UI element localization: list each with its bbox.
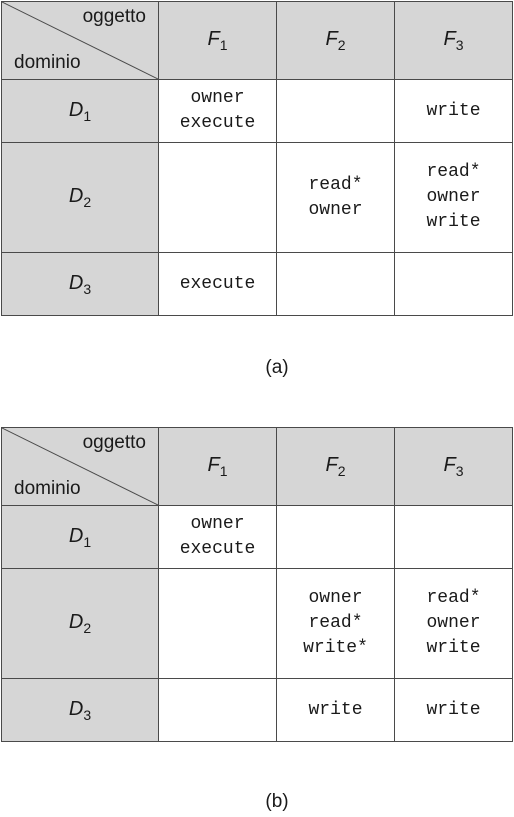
right-entry: owner	[426, 613, 481, 633]
cell-d1-f2	[276, 79, 395, 143]
cell-d1-f3	[394, 505, 513, 569]
right-entry: write	[426, 638, 481, 658]
caption-a: (a)	[265, 357, 289, 378]
cell-d3-f2: write	[276, 678, 395, 742]
row-header-d1: D1	[1, 505, 159, 569]
cell-d1-f3: write	[394, 79, 513, 143]
corner-cell: oggetto dominio	[1, 1, 159, 80]
cell-d1-f1: owner execute	[158, 505, 277, 569]
cell-d2-f2: read* owner	[276, 142, 395, 253]
right-entry: write	[308, 699, 363, 720]
row-header-d3: D3	[1, 678, 159, 742]
matrix-row-d2: D2 read* owner read* owner write	[1, 142, 513, 253]
cell-d3-f1	[158, 678, 277, 742]
right-entry: write	[426, 212, 481, 232]
right-entry: write	[426, 699, 481, 720]
object-axis-label: oggetto	[82, 6, 146, 27]
corner-diagonal	[2, 428, 158, 505]
column-header-f3: F3	[394, 1, 513, 80]
object-axis-label: oggetto	[82, 432, 146, 453]
right-entry: owner	[308, 199, 363, 220]
cell-d2-f2: owner read* write*	[276, 568, 395, 679]
right-entry: read*	[426, 588, 481, 608]
cell-d3-f2	[276, 252, 395, 316]
row-header-d3: D3	[1, 252, 159, 316]
domain-axis-label: dominio	[14, 52, 81, 73]
right-entry: owner	[308, 588, 363, 608]
row-header-d2: D2	[1, 142, 159, 253]
row-header-d1: D1	[1, 79, 159, 143]
right-entry: execute	[179, 273, 256, 294]
right-entry: owner	[190, 514, 245, 534]
column-header-f2: F2	[276, 427, 395, 506]
access-matrix-a: oggetto dominio F1 F2 F3 D1 owner execut…	[1, 1, 513, 316]
column-header-f2: F2	[276, 1, 395, 80]
column-header-f3: F3	[394, 427, 513, 506]
cell-d2-f1	[158, 568, 277, 679]
matrix-row-d1: D1 owner execute write	[1, 79, 513, 143]
cell-d3-f3	[394, 252, 513, 316]
cell-d2-f3: read* owner write	[394, 142, 513, 253]
domain-axis-label: dominio	[14, 478, 81, 499]
corner-cell: oggetto dominio	[1, 427, 159, 506]
matrix-row-d1: D1 owner execute	[1, 505, 513, 569]
column-header-f1: F1	[158, 427, 277, 506]
right-entry: read*	[308, 174, 363, 195]
matrix-row-d3: D3 execute	[1, 252, 513, 316]
caption-b: (b)	[265, 791, 289, 812]
cell-d3-f3: write	[394, 678, 513, 742]
cell-d3-f1: execute	[158, 252, 277, 316]
cell-d1-f2	[276, 505, 395, 569]
access-matrix-b: oggetto dominio F1 F2 F3 D1 owner execut…	[1, 427, 513, 742]
cell-d2-f1	[158, 142, 277, 253]
header-row: oggetto dominio F1 F2 F3	[1, 1, 513, 80]
right-entry: read*	[426, 162, 481, 182]
right-entry: write*	[303, 638, 368, 658]
right-entry: execute	[179, 113, 256, 133]
matrix-row-d2: D2 owner read* write* read* owner write	[1, 568, 513, 679]
header-row: oggetto dominio F1 F2 F3	[1, 427, 513, 506]
right-entry: execute	[179, 539, 256, 559]
right-entry: read*	[308, 613, 363, 633]
right-entry: write	[426, 100, 481, 121]
right-entry: owner	[426, 187, 481, 207]
corner-diagonal	[2, 2, 158, 79]
row-header-d2: D2	[1, 568, 159, 679]
cell-d2-f3: read* owner write	[394, 568, 513, 679]
column-header-f1: F1	[158, 1, 277, 80]
right-entry: owner	[190, 88, 245, 108]
matrix-row-d3: D3 write write	[1, 678, 513, 742]
cell-d1-f1: owner execute	[158, 79, 277, 143]
